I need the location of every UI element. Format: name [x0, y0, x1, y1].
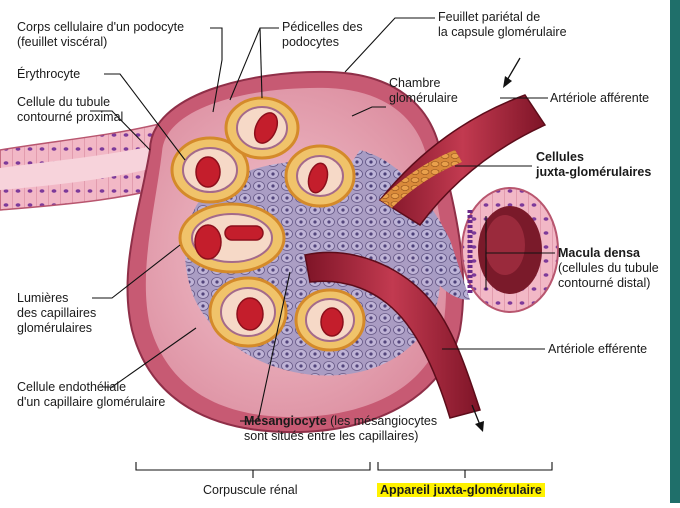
label-parietal-layer: Feuillet pariétal de la capsule glomérul… — [438, 10, 567, 40]
label-efferent-arteriole: Artériole efférente — [548, 342, 647, 357]
label-mesangio-line2: sont situés entre les capillaires) — [244, 429, 437, 444]
label-chamber-line2: glomérulaire — [389, 91, 458, 106]
label-pedicels-line2: podocytes — [282, 35, 363, 50]
label-parietal-line1: Feuillet pariétal de — [438, 10, 567, 25]
label-jg-cells-line2: juxta-glomérulaires — [536, 165, 651, 180]
label-macula-line3: contourné distal) — [558, 276, 659, 291]
label-podocyte-body-line2: (feuillet viscéral) — [17, 35, 184, 50]
label-parietal-line2: la capsule glomérulaire — [438, 25, 567, 40]
label-mesangio-line1: Mésangiocyte (les mésangiocytes — [244, 414, 437, 429]
label-lumens-line2: des capillaires — [17, 306, 96, 321]
label-appareil-highlight: Appareil juxta-glomérulaire — [377, 483, 545, 497]
label-macula-densa: Macula densa (cellules du tubule contour… — [558, 246, 659, 291]
label-juxtaglomerular-apparatus: Appareil juxta-glomérulaire — [377, 483, 545, 498]
label-glomerular-chamber: Chambre glomérulaire — [389, 76, 458, 106]
label-erythrocyte: Érythrocyte — [17, 67, 80, 82]
label-podocyte-body: Corps cellulaire d'un podocyte (feuillet… — [17, 20, 184, 50]
label-endothelial-cell: Cellule endothéliale d'un capillaire glo… — [17, 380, 165, 410]
label-pedicels-line1: Pédicelles des — [282, 20, 363, 35]
label-capillary-lumens: Lumières des capillaires glomérulaires — [17, 291, 96, 336]
label-macula-line2: (cellules du tubule — [558, 261, 659, 276]
label-lumens-line3: glomérulaires — [17, 321, 96, 336]
label-afferent-arteriole: Artériole afférente — [550, 91, 649, 106]
label-proximal-tubule-cell: Cellule du tubule contourné proximal — [17, 95, 123, 125]
label-renal-corpuscle: Corpuscule rénal — [203, 483, 298, 498]
label-tubule-line2: contourné proximal — [17, 110, 123, 125]
label-mesangio-rest: (les mésangiocytes — [327, 414, 437, 428]
label-chamber-line1: Chambre — [389, 76, 458, 91]
label-endo-line2: d'un capillaire glomérulaire — [17, 395, 165, 410]
label-jg-cells: Cellules juxta-glomérulaires — [536, 150, 651, 180]
label-macula-line1: Macula densa — [558, 246, 659, 261]
label-lumens-line1: Lumières — [17, 291, 96, 306]
label-pedicels: Pédicelles des podocytes — [282, 20, 363, 50]
label-podocyte-body-line1: Corps cellulaire d'un podocyte — [17, 20, 184, 35]
label-mesangiocyte: Mésangiocyte (les mésangiocytes sont sit… — [244, 414, 437, 444]
label-jg-cells-line1: Cellules — [536, 150, 651, 165]
right-edge-bar — [670, 0, 680, 503]
label-tubule-line1: Cellule du tubule — [17, 95, 123, 110]
label-endo-line1: Cellule endothéliale — [17, 380, 165, 395]
label-mesangio-bold: Mésangiocyte — [244, 414, 327, 428]
